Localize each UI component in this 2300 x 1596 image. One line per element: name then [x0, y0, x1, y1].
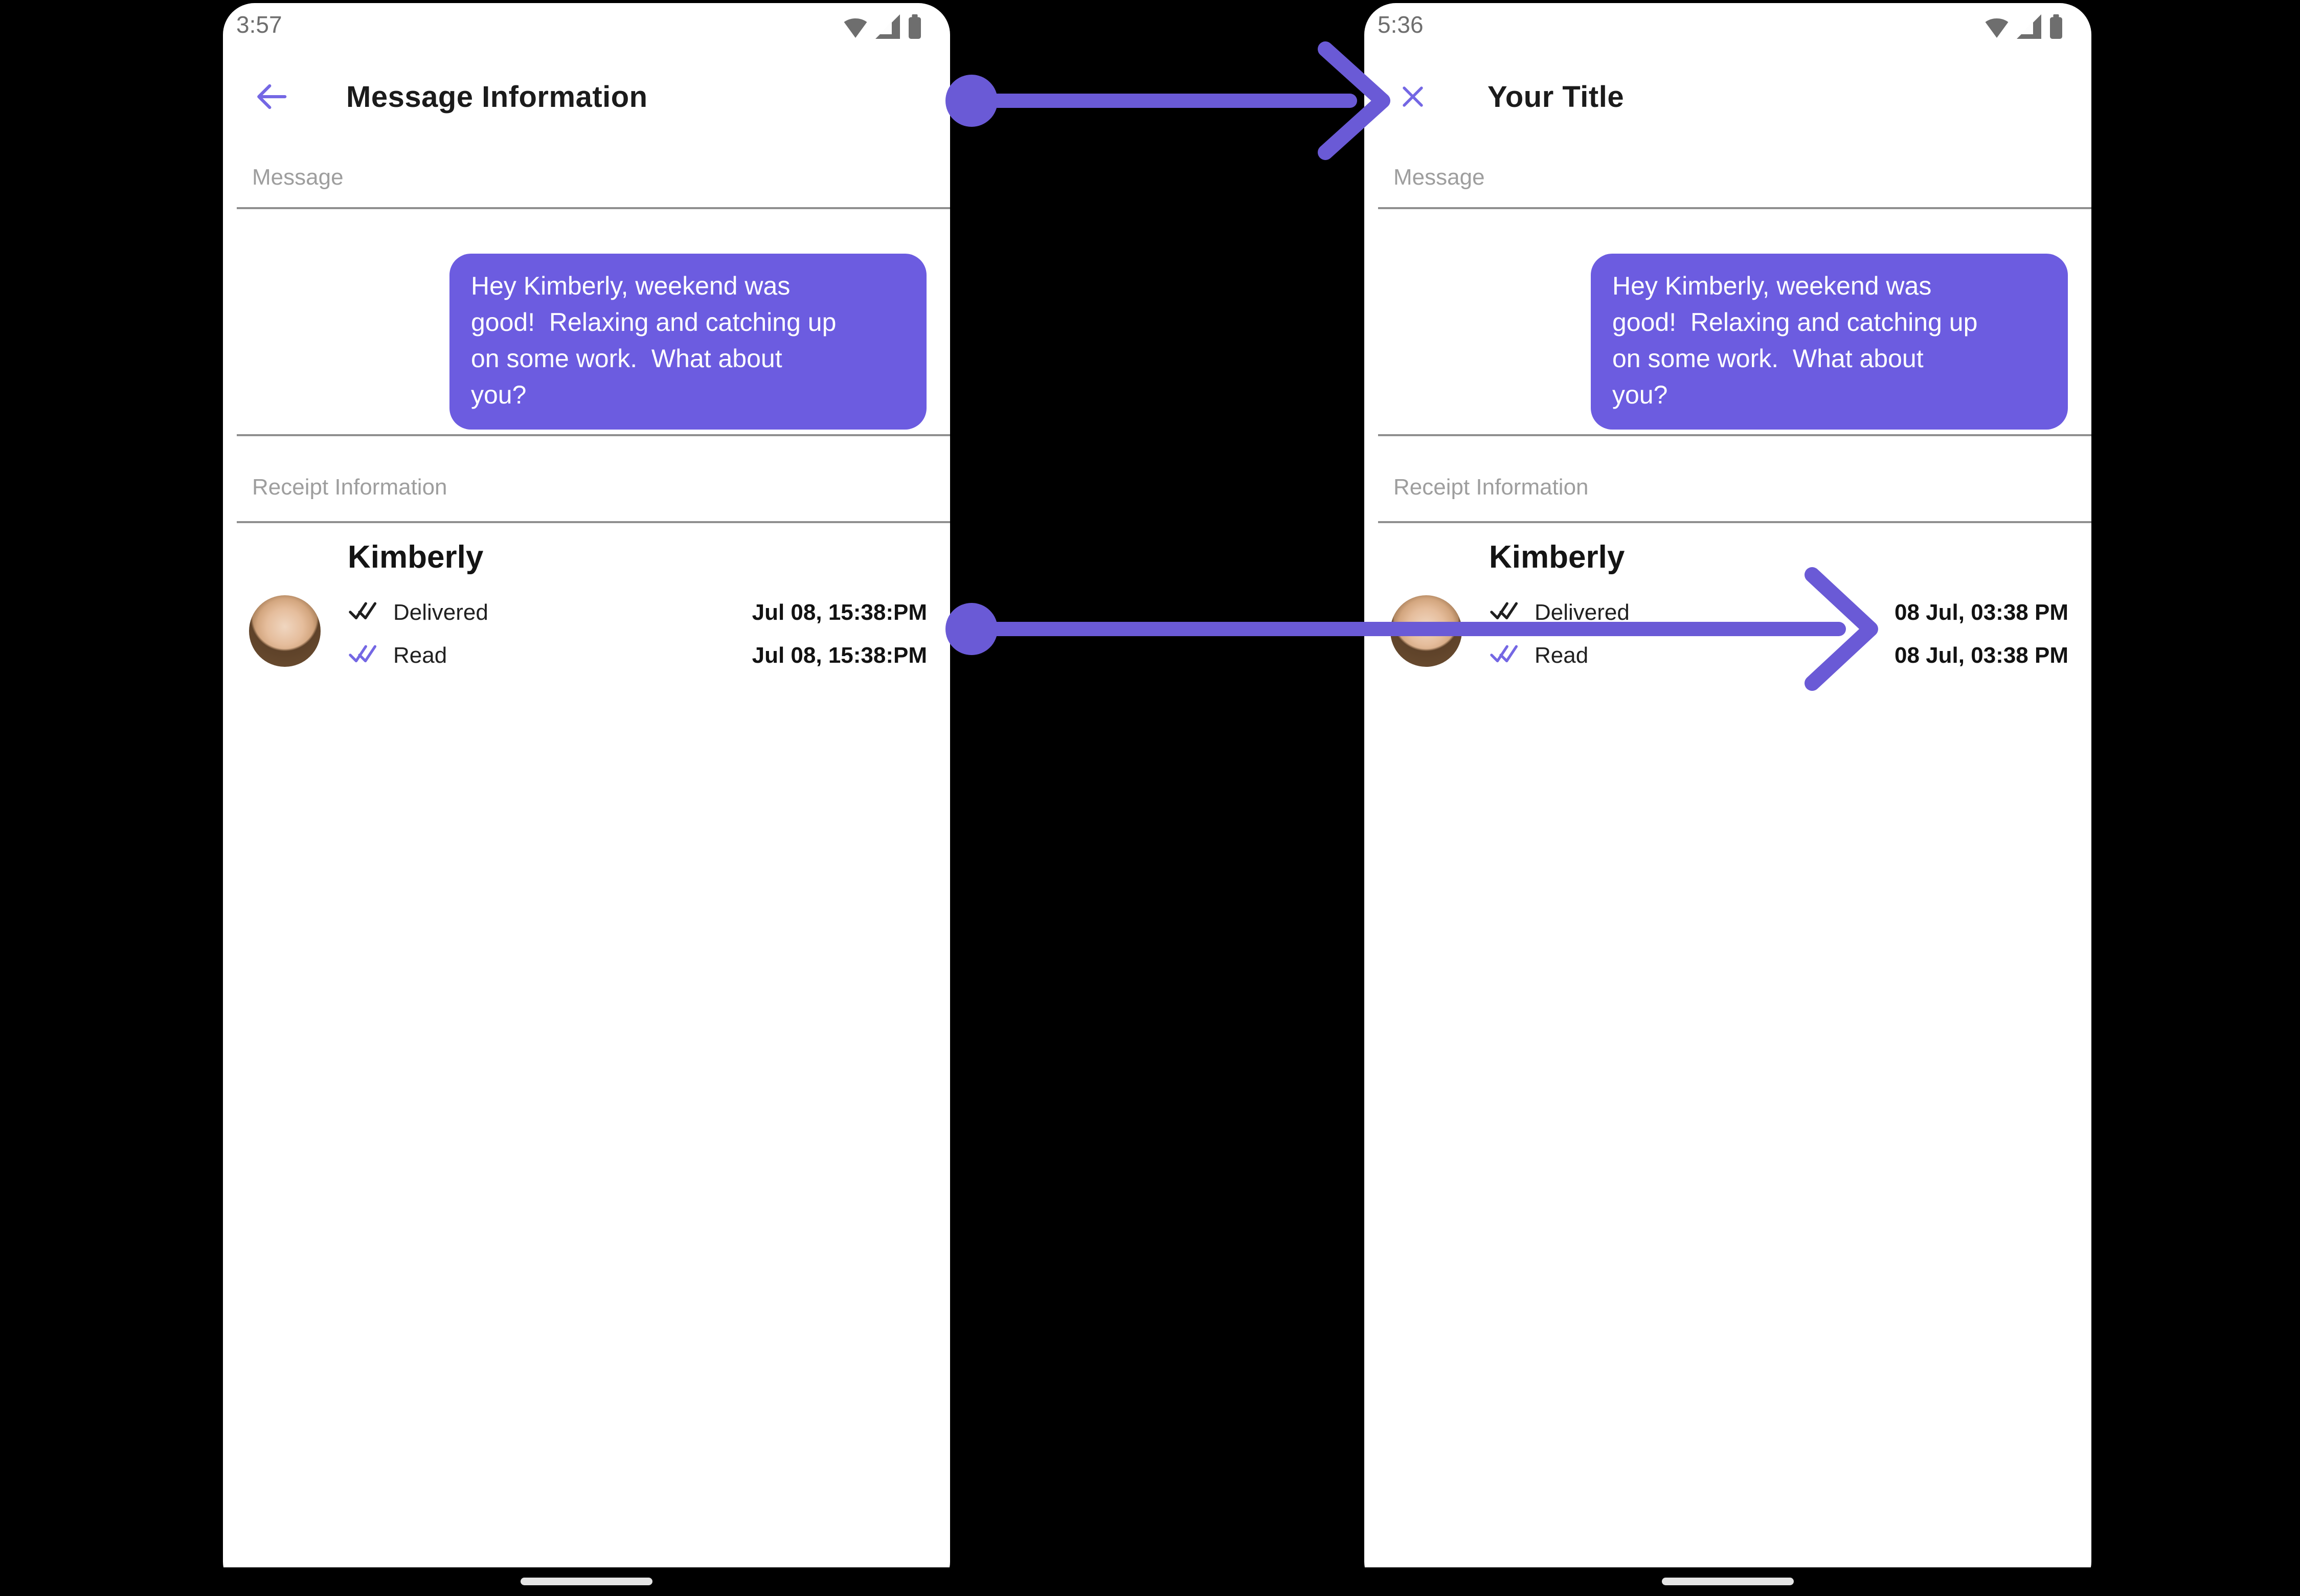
message-bubble: Hey Kimberly, weekend was good! Relaxing… — [449, 254, 927, 430]
bubble-line: on some work. What about — [1612, 344, 1924, 373]
divider — [237, 521, 950, 523]
battery-icon — [909, 14, 921, 39]
close-button[interactable] — [1394, 78, 1432, 116]
status-icons — [1984, 14, 2064, 39]
screen-right: 5:36 Your Title Message Hey Kimberly, we… — [1364, 3, 2091, 1567]
message-section-label: Message — [1393, 165, 1485, 190]
wifi-icon — [844, 18, 867, 38]
gesture-nav-bar — [223, 1567, 950, 1593]
double-check-icon — [349, 645, 377, 663]
home-indicator[interactable] — [1662, 1578, 1794, 1585]
bubble-line: good! Relaxing and catching up — [1612, 308, 1978, 336]
page-title: Your Title — [1487, 80, 1625, 114]
bubble-line: good! Relaxing and catching up — [471, 308, 837, 336]
message-bubble: Hey Kimberly, weekend was good! Relaxing… — [1591, 254, 2068, 430]
cell-signal-icon — [2017, 14, 2041, 39]
contact-avatar — [249, 595, 321, 667]
bubble-line: Hey Kimberly, weekend was — [471, 272, 791, 300]
status-time: 5:36 — [1378, 11, 1424, 38]
divider — [237, 434, 950, 436]
receipt-section-label: Receipt Information — [1393, 475, 1589, 500]
contact-name: Kimberly — [348, 540, 484, 575]
phone-left: 3:57 Message Information Message Hey Kim… — [223, 3, 950, 1593]
gesture-nav-bar — [1364, 1567, 2091, 1593]
status-icons — [843, 14, 922, 39]
receipt-section-label: Receipt Information — [252, 475, 447, 500]
arrow-title-change-icon — [945, 41, 1390, 160]
delivered-label: Delivered — [1535, 600, 1630, 625]
read-label: Read — [1535, 643, 1589, 668]
read-label: Read — [393, 643, 447, 668]
divider — [1378, 434, 2091, 436]
double-check-icon — [349, 602, 377, 620]
back-button[interactable] — [253, 78, 290, 116]
battery-icon — [2050, 14, 2062, 39]
double-check-icon — [1490, 645, 1518, 663]
page-title: Message Information — [346, 80, 648, 114]
phone-right: 5:36 Your Title Message Hey Kimberly, we… — [1364, 3, 2091, 1593]
delivered-timestamp: 08 Jul, 03:38 PM — [1895, 600, 2068, 625]
back-arrow-icon — [257, 84, 287, 109]
message-section-label: Message — [252, 165, 344, 190]
home-indicator[interactable] — [521, 1578, 652, 1585]
divider — [1378, 207, 2091, 209]
delivered-label: Delivered — [393, 600, 488, 625]
divider — [237, 207, 950, 209]
read-timestamp: Jul 08, 15:38:PM — [752, 643, 927, 668]
screen-left: 3:57 Message Information Message Hey Kim… — [223, 3, 950, 1567]
contact-name: Kimberly — [1489, 540, 1625, 575]
read-timestamp: 08 Jul, 03:38 PM — [1895, 643, 2068, 668]
close-icon — [1403, 86, 1423, 107]
divider — [1378, 521, 2091, 523]
bubble-line: you? — [1612, 380, 1668, 409]
bubble-line: you? — [471, 380, 527, 409]
contact-avatar — [1390, 595, 1462, 667]
delivered-timestamp: Jul 08, 15:38:PM — [752, 600, 927, 625]
bubble-line: on some work. What about — [471, 344, 782, 373]
status-time: 3:57 — [236, 11, 282, 38]
double-check-icon — [1490, 602, 1518, 620]
cell-signal-icon — [875, 14, 900, 39]
bubble-line: Hey Kimberly, weekend was — [1612, 272, 1932, 300]
wifi-icon — [1985, 18, 2009, 38]
